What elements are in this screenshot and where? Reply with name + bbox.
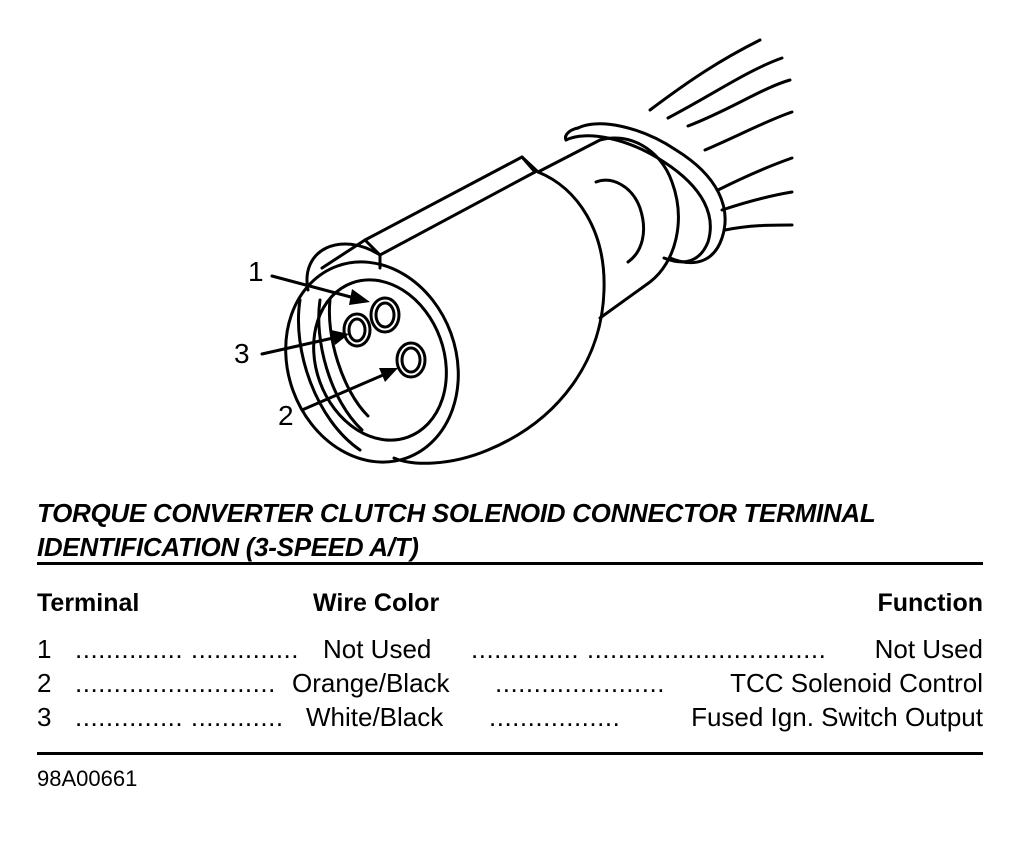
connector-illustration xyxy=(260,38,794,465)
terminal-number: 1 xyxy=(37,634,52,664)
leader-dots: .......................... xyxy=(75,668,276,698)
column-header-function: Function xyxy=(877,589,983,617)
leader-line-1 xyxy=(270,274,364,302)
terminal-number: 2 xyxy=(37,668,52,698)
terminal-function: Fused Ign. Switch Output xyxy=(691,702,983,732)
table-row: 3 .............. ............ White/Blac… xyxy=(37,702,983,732)
title-line-2: IDENTIFICATION (3-SPEED A/T) xyxy=(37,532,419,562)
wire-color: White/Black xyxy=(306,702,444,732)
table-row: 1 .............. .............. Not Used… xyxy=(37,634,983,664)
terminal-3-hole xyxy=(342,312,372,348)
footer-divider xyxy=(37,752,983,755)
terminal-function: Not Used xyxy=(874,634,983,664)
locking-tab xyxy=(320,155,537,270)
figure-id: 98A00661 xyxy=(37,766,138,791)
leader-dots: .............. .............. xyxy=(75,634,299,664)
wire-color: Orange/Black xyxy=(292,668,450,698)
arrowhead-3 xyxy=(331,330,349,345)
title-line-1: TORQUE CONVERTER CLUTCH SOLENOID CONNECT… xyxy=(37,498,876,528)
connector-body xyxy=(305,155,606,465)
arrowhead-2 xyxy=(379,368,398,382)
callout-2: 2 xyxy=(278,400,294,431)
callout-1: 1 xyxy=(248,256,264,287)
connector-barrel xyxy=(536,136,680,320)
leader-dots: ................. xyxy=(489,702,621,732)
arrowhead-1 xyxy=(349,289,370,305)
callout-3: 3 xyxy=(234,338,250,369)
page-title: TORQUE CONVERTER CLUTCH SOLENOID CONNECT… xyxy=(37,496,876,564)
leader-line-2 xyxy=(300,370,392,412)
header-divider xyxy=(37,562,983,565)
wire-color: Not Used xyxy=(323,634,432,664)
connector-face xyxy=(284,260,460,464)
table-row: 2 .......................... Orange/Blac… xyxy=(37,668,983,698)
rear-flange xyxy=(564,122,727,265)
leader-line-3 xyxy=(260,334,344,356)
column-header-wire-color: Wire Color xyxy=(313,589,440,617)
terminal-number: 3 xyxy=(37,702,52,732)
wire-bundle xyxy=(648,38,794,232)
terminal-2-hole xyxy=(395,341,427,379)
leader-dots: ...................... xyxy=(495,668,665,698)
leader-dots: .............. ............ xyxy=(75,702,284,732)
leader-dots: .............. .........................… xyxy=(471,634,827,664)
column-header-terminal: Terminal xyxy=(37,589,140,617)
terminal-function: TCC Solenoid Control xyxy=(730,668,983,698)
terminal-1-hole xyxy=(369,296,401,334)
